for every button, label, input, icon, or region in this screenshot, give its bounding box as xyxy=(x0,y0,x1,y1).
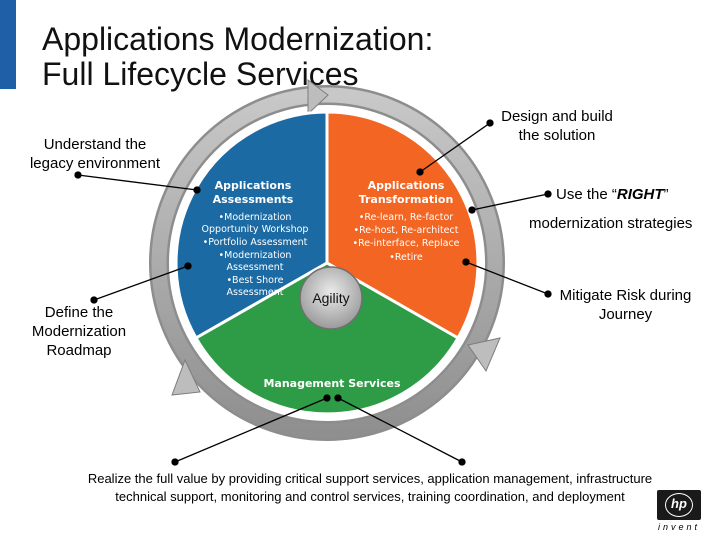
callout-define: Define the Modernization Roadmap xyxy=(20,303,138,360)
hub-label: Agility xyxy=(312,290,349,306)
callout-understand-line-2: legacy environment xyxy=(29,155,161,172)
transformation-item: •Re-learn, Re-factor xyxy=(359,212,454,223)
arrowhead-left xyxy=(171,358,201,396)
transformation-heading-2: Transformation xyxy=(359,193,454,206)
callout-define-line-2: Modernization xyxy=(31,323,127,340)
callout-define-line-3: Roadmap xyxy=(46,342,112,359)
transformation-item: •Re-interface, Replace xyxy=(352,238,459,249)
transformation-text: Applications Transformation •Re-learn, R… xyxy=(352,179,459,263)
callout-define-line-1: Define the xyxy=(44,304,114,321)
assessments-item: Opportunity Workshop xyxy=(202,224,309,235)
callout-understand: Understand the legacy environment xyxy=(24,135,166,173)
title-line-2: Full Lifecycle Services xyxy=(42,56,359,92)
arrowhead-top xyxy=(307,79,329,116)
assessments-item: Assessment xyxy=(227,287,284,298)
title-line-1: Applications Modernization: xyxy=(42,21,434,57)
assessments-item: •Modernization xyxy=(219,212,292,223)
accent-bar xyxy=(0,0,16,89)
agility-hub: Agility xyxy=(299,266,363,330)
assessments-heading-2: Assessments xyxy=(213,193,294,206)
callout-use-right-emphasis: RIGHT xyxy=(616,186,664,203)
arrowhead-right xyxy=(467,337,501,373)
callout-mitigate-line-2: Journey xyxy=(598,306,653,323)
assessments-text: Applications Assessments •Modernization … xyxy=(202,179,309,298)
cycle-arrow-ring xyxy=(149,79,505,441)
footer-line-2: technical support, monitoring and contro… xyxy=(115,489,625,504)
callout-mitigate-line-1: Mitigate Risk during xyxy=(559,287,692,304)
callout-lines xyxy=(74,119,552,466)
management-heading: Management Services xyxy=(263,377,401,390)
callout-design: Design and build the solution xyxy=(490,107,624,145)
hp-logo: hp xyxy=(657,490,701,520)
callout-design-line-2: the solution xyxy=(518,127,596,144)
footer-text: Realize the full value by providing crit… xyxy=(50,470,690,506)
assessments-item: •Best Shore xyxy=(226,275,283,286)
page-title: Applications Modernization: Full Lifecyc… xyxy=(42,22,433,92)
assessments-heading-1: Applications xyxy=(215,179,292,192)
callout-design-line-1: Design and build xyxy=(501,108,613,125)
assessments-item: Assessment xyxy=(227,262,284,273)
transformation-item: •Re-host, Re-architect xyxy=(354,225,459,236)
logo-tagline: invent xyxy=(658,522,701,532)
segment-management xyxy=(193,261,461,416)
callout-use-right-suffix: ” xyxy=(663,186,669,203)
callout-use-right-prefix: Use the “ xyxy=(556,186,617,203)
assessments-item: •Modernization xyxy=(219,250,292,261)
footer-line-1: Realize the full value by providing crit… xyxy=(87,471,653,486)
transformation-item: •Retire xyxy=(389,252,423,263)
callout-understand-line-1: Understand the xyxy=(43,136,147,153)
callout-use-right-line-2: modernization strategies xyxy=(529,215,693,232)
transformation-heading-1: Applications xyxy=(368,179,445,192)
callout-use-right: Use the “RIGHT” xyxy=(556,185,669,204)
hp-logo-mark: hp xyxy=(665,493,693,517)
segment-transformation xyxy=(325,110,480,341)
callout-mitigate: Mitigate Risk during Journey xyxy=(553,286,698,324)
assessments-item: •Portfolio Assessment xyxy=(203,237,308,248)
